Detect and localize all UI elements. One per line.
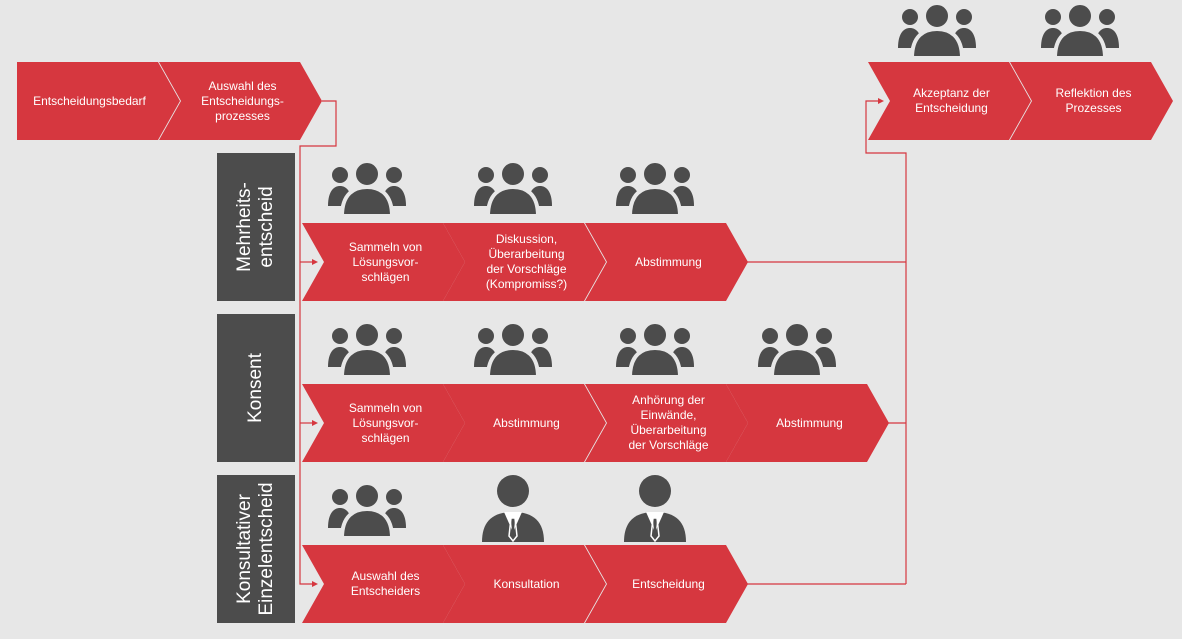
step-auswahl-entscheider: Auswahl des Entscheiders <box>302 545 465 623</box>
group-icon <box>898 2 976 60</box>
group-icon <box>328 160 406 218</box>
step-konsultation: Konsultation <box>443 545 606 623</box>
group-icon <box>616 321 694 379</box>
step-reflektion: Reflektion des Prozesses <box>1010 62 1173 140</box>
group-icon <box>474 160 552 218</box>
step-sammeln-loesungsvorschlaege: Sammeln von Lösungsvor- schlägen <box>302 384 465 462</box>
group-icon <box>474 321 552 379</box>
step-abstimmung-final: Abstimmung <box>726 384 889 462</box>
row-label-mehrheitsentscheid: Mehrheits- entscheid <box>217 153 295 301</box>
step-abstimmung: Abstimmung <box>585 223 748 301</box>
group-icon <box>1041 2 1119 60</box>
person-tie-icon <box>482 475 544 542</box>
row-label-konsent: Konsent <box>217 314 295 462</box>
group-icon <box>328 482 406 540</box>
step-sammeln-loesungsvorschlaege: Sammeln von Lösungsvor- schlägen <box>302 223 465 301</box>
person-tie-icon <box>624 475 686 542</box>
step-diskussion-ueberarbeitung: Diskussion, Überarbeitung der Vorschläge… <box>443 223 606 301</box>
step-entscheidung: Entscheidung <box>585 545 748 623</box>
group-icon <box>758 321 836 379</box>
step-anhoerung-einwaende: Anhörung der Einwände, Überarbeitung der… <box>585 384 748 462</box>
step-akzeptanz: Akzeptanz der Entscheidung <box>868 62 1031 140</box>
step-abstimmung: Abstimmung <box>443 384 606 462</box>
step-auswahl-entscheidungsprozess: Auswahl des Entscheidungs- prozesses <box>159 62 322 140</box>
step-entscheidungsbedarf: Entscheidungsbedarf <box>17 62 180 140</box>
row-label-konsultativer-einzelentscheid: Konsultativer Einzelentscheid <box>217 475 295 623</box>
group-icon <box>616 160 694 218</box>
group-icon <box>328 321 406 379</box>
